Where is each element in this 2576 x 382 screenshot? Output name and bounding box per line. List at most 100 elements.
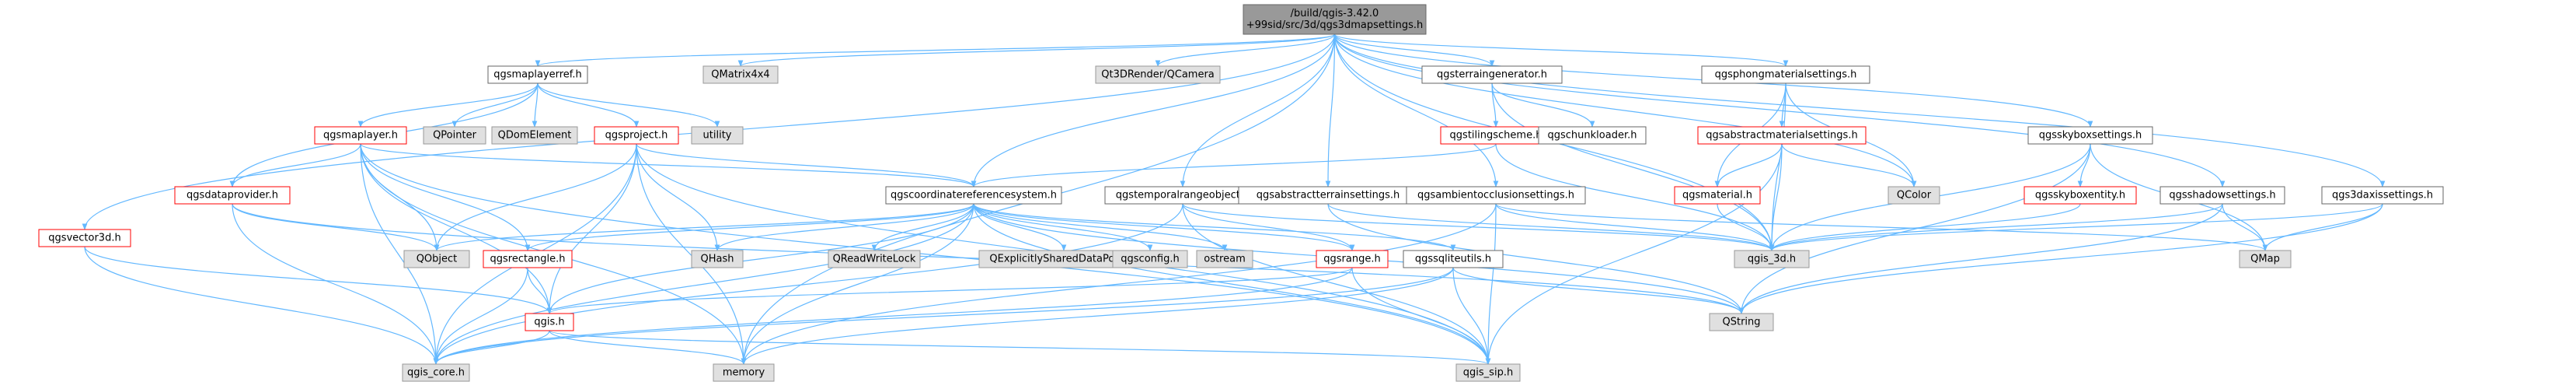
node-range-box bbox=[1316, 250, 1389, 268]
node-qdomelement: QDomElement bbox=[491, 126, 578, 145]
edge-axis-to-qstring bbox=[1738, 203, 2383, 314]
node-absterrain[interactable]: qgsabstractterrainsettings.h bbox=[1238, 186, 1418, 205]
edge-project-to-memory bbox=[636, 143, 747, 365]
edge-project-to-qgis bbox=[546, 143, 637, 314]
node-axis[interactable]: qgs3daxissettings.h bbox=[2321, 186, 2444, 205]
node-crs[interactable]: qgscoordinatereferencesystem.h bbox=[885, 186, 1062, 205]
node-skyboxentity[interactable]: qgsskyboxentity.h bbox=[2024, 186, 2137, 205]
edge-dataprovider-to-qgiscore bbox=[232, 203, 439, 365]
node-shadow-label: qgsshadowsettings.h bbox=[2169, 190, 2275, 202]
edge-root-to-absterrain bbox=[1325, 33, 1336, 187]
node-ostream-box bbox=[1196, 250, 1253, 268]
node-qgsconfig: qgsconfig.h bbox=[1112, 250, 1188, 268]
edge-rectangle-to-qgis bbox=[527, 267, 552, 314]
edge-project-to-qobject bbox=[434, 143, 637, 251]
edge-qgis-to-qgiscore bbox=[433, 330, 550, 365]
node-project-label: qgsproject.h bbox=[605, 130, 668, 142]
node-qmap-box bbox=[2239, 250, 2292, 268]
node-qcolor-label: QColor bbox=[1897, 190, 1932, 202]
node-temporal-label: qgstemporalrangeobject.h bbox=[1116, 190, 1250, 202]
node-qcolor-box bbox=[1888, 186, 1940, 205]
edge-ambient-to-qmap bbox=[1495, 203, 2268, 251]
node-qgissip-box bbox=[1455, 363, 1521, 382]
edge-project-to-crs bbox=[636, 143, 977, 187]
node-qdomelement-box bbox=[491, 126, 578, 145]
node-vector3d[interactable]: qgsvector3d.h bbox=[38, 229, 131, 247]
edge-terraingen-to-chunkloader bbox=[1491, 82, 1595, 128]
node-qmap: QMap bbox=[2239, 250, 2292, 268]
edge-sqlite-to-qstring bbox=[1452, 267, 1745, 314]
node-absterrain-label: qgsabstractterrainsettings.h bbox=[1257, 190, 1400, 202]
node-rectangle[interactable]: qgsrectangle.h bbox=[483, 250, 573, 268]
node-qreadwritelock: QReadWriteLock bbox=[828, 250, 921, 268]
node-utility: utility bbox=[691, 126, 744, 145]
node-temporal[interactable]: qgstemporalrangeobject.h bbox=[1104, 186, 1261, 205]
edge-vector3d-to-qgis bbox=[84, 246, 552, 314]
edge-terraingen-to-qgis3d bbox=[1491, 82, 1775, 251]
node-absmat-box bbox=[1697, 126, 1867, 145]
node-chunkloader[interactable]: qgschunkloader.h bbox=[1538, 126, 1647, 145]
node-tilingscheme-label: qgstilingscheme.h bbox=[1450, 130, 1542, 142]
edge-sqlite-to-memory bbox=[741, 267, 1454, 365]
node-qt3drender: Qt3DRender/QCamera bbox=[1095, 65, 1221, 84]
node-ambient[interactable]: qgsambientocclusionsettings.h bbox=[1406, 186, 1586, 205]
node-phongmat[interactable]: qgsphongmaterialsettings.h bbox=[1701, 65, 1870, 84]
edge-skybox-to-qstring bbox=[1738, 143, 2091, 314]
node-qstring: QString bbox=[1709, 313, 1774, 331]
node-project-box bbox=[594, 126, 679, 145]
edge-root-to-shadow bbox=[1333, 33, 2226, 187]
node-chunkloader-box bbox=[1538, 126, 1647, 145]
node-maplayer-box bbox=[314, 126, 407, 145]
edge-absmat-to-material bbox=[1714, 143, 1783, 187]
edge-range-to-qgiscore bbox=[433, 267, 1353, 365]
node-maplayerref-label: qgsmaplayerref.h bbox=[493, 69, 582, 81]
edge-skyboxentity-to-qgis3d bbox=[1769, 203, 2081, 251]
node-maplayerref[interactable]: qgsmaplayerref.h bbox=[487, 65, 588, 84]
node-root[interactable]: /build/qgis-3.42.0+99sid/src/3d/qgs3dmap… bbox=[1243, 4, 1427, 35]
node-material-label: qgsmaterial.h bbox=[1682, 190, 1752, 202]
node-maplayerref-box bbox=[487, 65, 588, 84]
edge-maplayer-to-crs bbox=[360, 143, 977, 187]
node-range-label: qgsrange.h bbox=[1323, 254, 1380, 265]
edge-absmat-to-qgissip bbox=[1485, 143, 1783, 365]
node-root-label: +99sid/src/3d/qgs3dmapsettings.h bbox=[1246, 19, 1424, 31]
node-sqlite-box bbox=[1403, 250, 1504, 268]
node-tilingscheme[interactable]: qgstilingscheme.h bbox=[1440, 126, 1552, 145]
edge-crs-to-qgiscore bbox=[433, 203, 974, 365]
node-shadow[interactable]: qgsshadowsettings.h bbox=[2159, 186, 2285, 205]
node-qgissip-label: qgis_sip.h bbox=[1463, 367, 1513, 379]
edge-root-to-axis bbox=[1333, 33, 2386, 187]
node-material[interactable]: qgsmaterial.h bbox=[1674, 186, 1761, 205]
node-absmat-label: qgsabstractmaterialsettings.h bbox=[1706, 130, 1857, 142]
edge-crs-to-qhash bbox=[714, 203, 974, 251]
node-crs-box bbox=[885, 186, 1062, 205]
edge-project-to-qhash bbox=[636, 143, 720, 251]
node-qgiscore-box bbox=[402, 363, 470, 382]
node-skybox[interactable]: qgsskyboxsettings.h bbox=[2027, 126, 2153, 145]
node-terraingen[interactable]: qgsterraingenerator.h bbox=[1421, 65, 1563, 84]
edge-ambient-to-qgissip bbox=[1485, 203, 1497, 365]
edge-root-to-crs bbox=[971, 33, 1336, 187]
node-qobject: QObject bbox=[403, 250, 470, 268]
node-range[interactable]: qgsrange.h bbox=[1316, 250, 1389, 268]
edge-range-to-qgissip bbox=[1351, 267, 1491, 365]
edge-maplayerref-to-qdomelement bbox=[532, 82, 539, 128]
node-sqlite[interactable]: qgssqliteutils.h bbox=[1403, 250, 1504, 268]
node-qgis[interactable]: qgis.h bbox=[525, 313, 574, 331]
node-dataprovider-label: qgsdataprovider.h bbox=[186, 190, 278, 202]
edge-range-to-qgis bbox=[546, 267, 1353, 314]
node-maplayer[interactable]: qgsmaplayer.h bbox=[314, 126, 407, 145]
node-memory: memory bbox=[713, 363, 775, 382]
node-absmat[interactable]: qgsabstractmaterialsettings.h bbox=[1697, 126, 1867, 145]
node-ostream: ostream bbox=[1196, 250, 1253, 268]
node-dataprovider[interactable]: qgsdataprovider.h bbox=[174, 186, 291, 205]
edge-root-to-qcolor bbox=[1333, 33, 1917, 187]
edge-maplayer-to-dataprovider bbox=[229, 143, 361, 187]
edge-crs-to-rectangle bbox=[525, 203, 974, 251]
node-qpointer-box bbox=[423, 126, 486, 145]
node-project[interactable]: qgsproject.h bbox=[594, 126, 679, 145]
edge-maplayer-to-qgis bbox=[360, 143, 552, 314]
node-qgis3d-label: qgis_3d.h bbox=[1748, 254, 1796, 265]
node-shadow-box bbox=[2159, 186, 2285, 205]
